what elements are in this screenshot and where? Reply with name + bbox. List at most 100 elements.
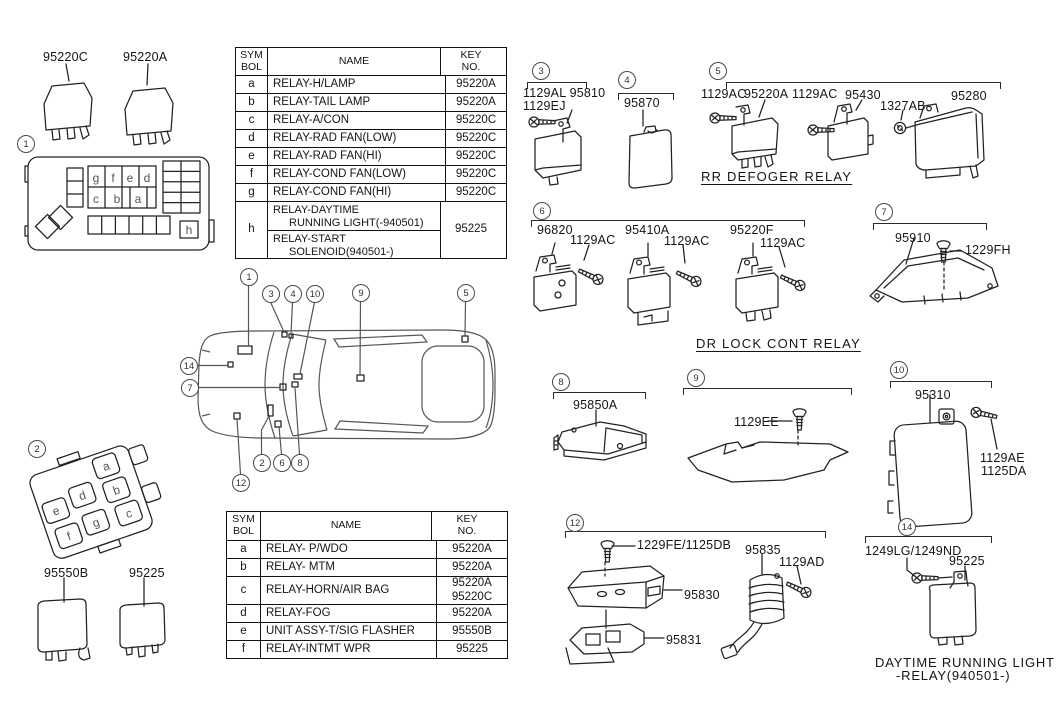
bracket-7 xyxy=(873,223,987,230)
screw-label-1229fh: 1229FH xyxy=(965,243,1011,257)
car-callout-1: 1 xyxy=(240,268,258,286)
bottom-left-relays-drawing xyxy=(28,578,183,673)
car-callout-7: 7 xyxy=(181,379,199,397)
part-label-1129al-95810: 1129AL 95810 xyxy=(523,86,606,100)
bracket-14 xyxy=(865,536,992,543)
svg-text:g: g xyxy=(91,515,102,530)
car-callout-4: 4 xyxy=(284,285,302,303)
group7-drawing xyxy=(868,238,1013,323)
part-label-95410a: 95410A xyxy=(625,223,670,237)
group10-drawing xyxy=(883,393,999,548)
car-callout-3: 3 xyxy=(262,285,280,303)
part-label-95550b: 95550B xyxy=(44,566,89,580)
car-callout-5: 5 xyxy=(457,284,475,302)
bolt-label-1129ac: 1129AC xyxy=(792,87,838,101)
svg-text:g: g xyxy=(93,171,100,185)
connector-box-drawing: e d a b f g c xyxy=(22,438,177,556)
caption-dr-lock-cont-relay: DR LOCK CONT RELAY xyxy=(696,336,861,351)
group3-drawing xyxy=(528,108,633,193)
callout-1: 1 xyxy=(17,135,35,153)
screw-label-1229fe-1125db: 1229FE/1125DB xyxy=(637,538,732,552)
group5-drawing xyxy=(709,98,1013,190)
bracket-12 xyxy=(565,531,826,538)
group12-drawing xyxy=(558,540,814,681)
svg-text:a: a xyxy=(135,192,142,206)
part-label-96820: 96820 xyxy=(537,223,573,237)
part-label-95830: 95830 xyxy=(684,588,720,602)
part-label-95831: 95831 xyxy=(666,633,702,647)
part-label-95220a: 95220A xyxy=(744,87,789,101)
callout-8: 8 xyxy=(552,373,570,391)
car-callout-9: 9 xyxy=(352,284,370,302)
part-label-95225: 95225 xyxy=(129,566,165,580)
bracket-6 xyxy=(531,220,805,227)
car-callout-8: 8 xyxy=(291,454,309,472)
bracket-10 xyxy=(890,381,992,388)
part-label-95220f: 95220F xyxy=(730,223,774,237)
car-top-view-diagram xyxy=(176,260,524,508)
fuse-box-drawing: g f e d c b a h xyxy=(25,152,220,257)
svg-text:f: f xyxy=(111,171,115,185)
car-callout-12: 12 xyxy=(232,474,250,492)
bolt-label-1129ac: 1129AC xyxy=(701,87,747,101)
part-label-95850a: 95850A xyxy=(573,398,618,412)
part-label-95835: 95835 xyxy=(745,543,781,557)
callout-14: 14 xyxy=(898,518,916,536)
callout-7: 7 xyxy=(875,203,893,221)
svg-text:c: c xyxy=(124,506,134,521)
callout-12: 12 xyxy=(566,514,584,532)
group8-drawing xyxy=(548,408,656,478)
part-label-95870: 95870 xyxy=(624,96,660,110)
bolt-label-1129ac: 1129AC xyxy=(570,233,616,247)
part-label-95280: 95280 xyxy=(951,89,987,103)
svg-text:b: b xyxy=(114,192,121,206)
callout-3: 3 xyxy=(532,62,550,80)
caption-daytime-running-light-1: DAYTIME RUNNING LIGHT xyxy=(875,655,1055,670)
svg-text:e: e xyxy=(51,503,62,519)
group9-drawing xyxy=(680,408,855,495)
bracket-9 xyxy=(683,388,852,395)
svg-text:d: d xyxy=(144,171,151,185)
caption-rr-defogger-relay: RR DEFOGER RELAY xyxy=(701,169,853,184)
top-left-relays-drawing xyxy=(43,62,174,146)
svg-text:h: h xyxy=(186,223,193,237)
nut-label-1327ab: 1327AB xyxy=(880,99,926,113)
svg-text:e: e xyxy=(127,171,134,185)
car-callout-2: 2 xyxy=(253,454,271,472)
callout-4: 4 xyxy=(618,71,636,89)
bracket-3 xyxy=(527,82,587,89)
callout-10: 10 xyxy=(890,361,908,379)
part-label-95430: 95430 xyxy=(845,88,881,102)
part-label-1129ej: 1129EJ xyxy=(523,99,566,113)
car-callout-10: 10 xyxy=(306,285,324,303)
svg-text:c: c xyxy=(93,192,99,206)
bolt-label-1129ac: 1129AC xyxy=(760,236,806,250)
callout-6: 6 xyxy=(533,202,551,220)
bracket-5 xyxy=(726,82,1001,89)
bracket-8 xyxy=(553,392,646,399)
bolt-label-1129ad: 1129AD xyxy=(779,555,825,569)
caption-daytime-running-light-2: -RELAY(940501-) xyxy=(896,668,1011,683)
car-callout-6: 6 xyxy=(273,454,291,472)
screw-label-1129ee: 1129EE xyxy=(734,415,779,429)
car-callout-14: 14 xyxy=(180,357,198,375)
part-label-95310: 95310 xyxy=(915,388,951,402)
bolt-label-1249lg-1249nd: 1249LG/1249ND xyxy=(865,544,962,558)
